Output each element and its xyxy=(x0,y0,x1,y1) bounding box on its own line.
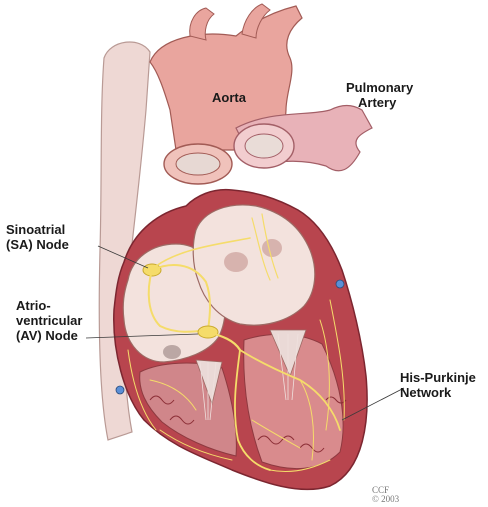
coronary-sinus-opening xyxy=(163,345,181,359)
valve-rim-marker xyxy=(336,280,344,288)
label-his-purkinje-line1: His-Purkinje xyxy=(400,370,476,385)
label-pulmonary-artery: Pulmonary Artery xyxy=(346,80,413,110)
pulmonary-vein-opening xyxy=(262,239,282,257)
valve-rim-marker xyxy=(116,386,124,394)
label-sa-node-line2: (SA) Node xyxy=(6,237,69,252)
label-av-node: Atrio- ventricular (AV) Node xyxy=(16,298,82,343)
label-av-node-line1: Atrio- xyxy=(16,298,82,313)
copyright-credit: CCF © 2003 xyxy=(372,486,399,504)
pulmonary-vein-opening xyxy=(224,252,248,272)
credit-line2: © 2003 xyxy=(372,495,399,504)
label-aorta-text: Aorta xyxy=(212,90,246,105)
label-aorta: Aorta xyxy=(212,90,246,105)
label-pulmonary-artery-line2: Artery xyxy=(346,95,413,110)
label-sa-node: Sinoatrial (SA) Node xyxy=(6,222,69,252)
label-sa-node-line1: Sinoatrial xyxy=(6,222,69,237)
label-his-purkinje-line2: Network xyxy=(400,385,476,400)
label-av-node-line2: ventricular xyxy=(16,313,82,328)
label-av-node-line3: (AV) Node xyxy=(16,328,82,343)
label-pulmonary-artery-line1: Pulmonary xyxy=(346,80,413,95)
label-his-purkinje: His-Purkinje Network xyxy=(400,370,476,400)
